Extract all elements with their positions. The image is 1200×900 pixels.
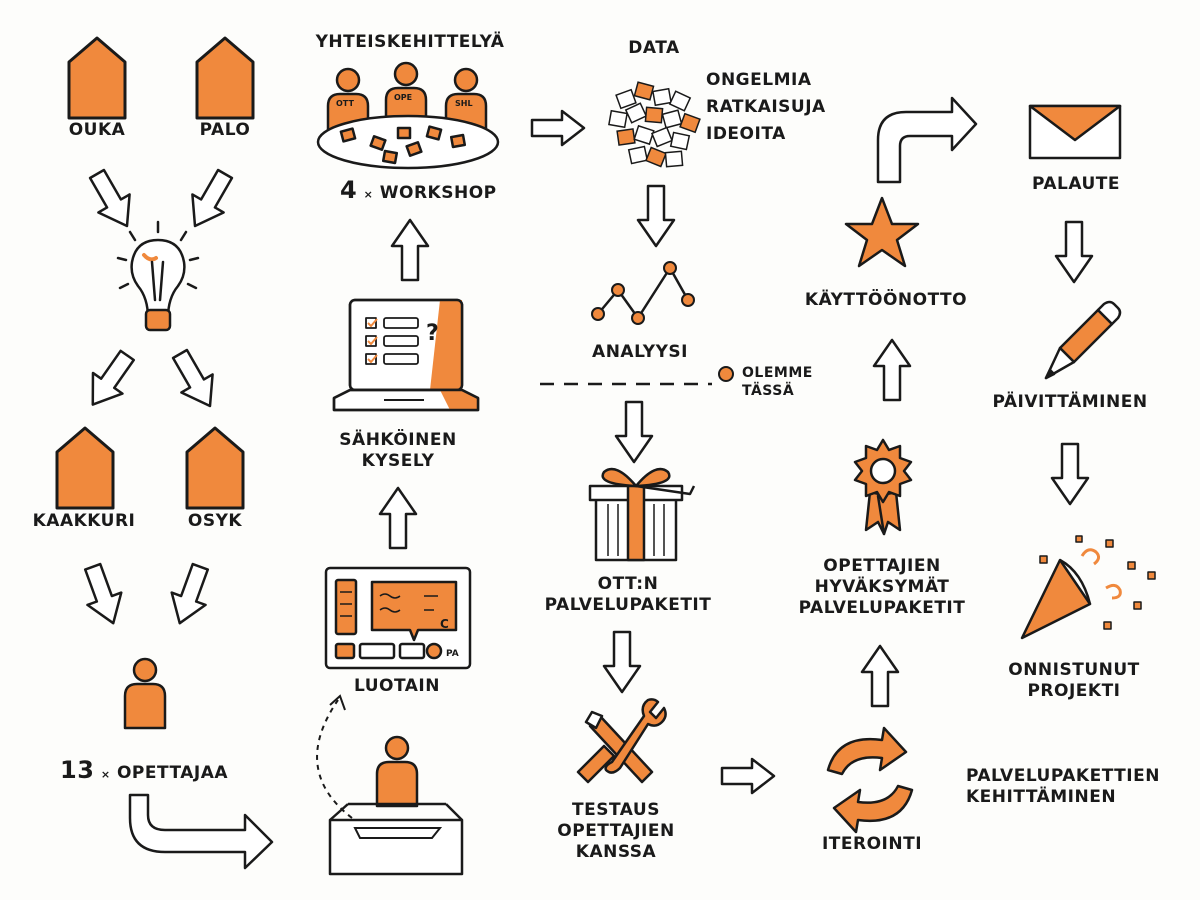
teacher-person-icon: [123, 657, 167, 730]
label-deployment: KÄYTTÖÖNOTTO: [804, 290, 968, 310]
label-package-development-line-1: PALVELUPAKETTIEN: [966, 766, 1160, 786]
tools-icon: [576, 698, 667, 784]
label-analysis: ANALYYSI: [592, 342, 688, 362]
arrow-palo-to-idea: [178, 163, 242, 237]
workshop-table-icon: [316, 61, 500, 170]
person-tag-ott: OTT: [336, 99, 354, 108]
lightbulb-icon: [116, 220, 200, 332]
label-approved-line-1: OPETTAJIEN: [823, 556, 941, 576]
analysis-line-icon: [591, 261, 695, 325]
arrow-approved-to-deployment: [872, 338, 912, 402]
label-problems: ONGELMIA: [706, 70, 812, 90]
teachers-times: ×: [100, 768, 111, 781]
arrow-idea-to-kaakkuri: [76, 343, 144, 417]
curved-arrow-to-feedback: [876, 96, 978, 184]
dashed-arrow-desk-to-luotain: [316, 694, 353, 819]
label-palo: PALO: [199, 120, 251, 140]
label-we-are-here: OLEMME TÄSSÄ: [742, 364, 813, 400]
arrow-updating-to-success: [1050, 442, 1090, 506]
arrow-analysis-to-packages: [614, 400, 654, 464]
party-popper-icon: [1020, 535, 1156, 640]
label-success-line-1: ONNISTUNUT: [1008, 660, 1140, 680]
label-survey: SÄHKÖINEN KYSELY: [339, 430, 456, 472]
arrow-luotain-to-survey: [378, 486, 418, 550]
label-service-packages: OTT:N PALVELUPAKETIT: [545, 574, 712, 616]
person-tag-ope: OPE: [394, 93, 412, 102]
label-ouka: OUKA: [68, 120, 126, 140]
label-service-packages-line-1: OTT:N: [597, 574, 659, 594]
label-luotain: LUOTAIN: [354, 676, 440, 696]
label-approved-line-3: PALVELUPAKETIT: [798, 598, 966, 618]
arrow-iteration-to-approved: [860, 644, 900, 708]
label-workshop: 4 × WORKSHOP: [340, 178, 497, 205]
arrow-osyk-to-teachers: [161, 559, 219, 631]
label-package-development-line-2: KEHITTÄMINEN: [966, 787, 1117, 807]
label-testing-line-2: OPETTAJIEN: [557, 821, 675, 841]
data-notes-icon: [608, 81, 701, 168]
label-testing-line-3: KANSSA: [575, 842, 657, 862]
desk-person-icon: [328, 735, 464, 876]
luotain-screen-icon: [324, 566, 472, 670]
label-teachers: 13 × OPETTAJAA: [60, 758, 229, 785]
luotain-mark-pa: PA: [446, 649, 459, 659]
label-codevelopment: YHTEISKEHITTELYÄ: [315, 32, 505, 52]
label-testing-line-1: TESTAUS: [572, 800, 660, 820]
label-kaakkuri: KAAKKURI: [32, 511, 136, 531]
label-survey-line-2: KYSELY: [361, 451, 435, 471]
label-feedback: PALAUTE: [1031, 174, 1121, 194]
award-badge-icon: [853, 438, 913, 536]
teachers-text: OPETTAJAA: [116, 763, 229, 783]
label-iteration: ITEROINTI: [821, 834, 923, 854]
we-are-here-marker-icon: [718, 366, 734, 382]
envelope-icon: [1028, 104, 1122, 160]
arrow-workshop-to-data: [530, 109, 586, 147]
arrow-data-to-analysis: [636, 184, 676, 248]
label-package-development: PALVELUPAKETTIEN KEHITTÄMINEN: [966, 766, 1160, 808]
label-ideas: IDEOITA: [706, 124, 786, 144]
survey-question-mark: ?: [426, 321, 439, 346]
gift-box-icon: [588, 467, 696, 562]
label-data-items: ONGELMIA RATKAISUJA IDEOITA: [706, 70, 826, 145]
arrow-testing-to-iteration: [720, 757, 776, 795]
curved-arrow-to-luotain: [128, 793, 274, 870]
house-icon-osyk: [185, 426, 245, 510]
star-icon: [844, 196, 920, 268]
label-data: DATA: [628, 38, 680, 58]
laptop-survey-icon: [332, 298, 480, 412]
arrow-survey-to-workshop: [390, 218, 430, 282]
luotain-mark-c: C: [440, 617, 449, 631]
person-tag-shl: SHL: [455, 99, 473, 108]
workshop-times: ×: [363, 188, 374, 201]
arrow-ouka-to-idea: [80, 163, 144, 237]
house-icon-kaakkuri: [55, 426, 115, 510]
label-service-packages-line-2: PALVELUPAKETIT: [544, 595, 712, 615]
label-success-line-2: PROJEKTI: [1027, 681, 1121, 701]
label-we-are-here-line-1: OLEMME: [742, 365, 813, 381]
arrow-idea-to-osyk: [163, 343, 227, 417]
arrow-feedback-to-updating: [1054, 220, 1094, 284]
workshop-text: WORKSHOP: [379, 183, 497, 203]
label-survey-line-1: SÄHKÖINEN: [339, 430, 457, 450]
label-approved-line-2: HYVÄKSYMÄT: [814, 577, 950, 597]
teachers-count: 13: [60, 756, 95, 784]
label-solutions: RATKAISUJA: [706, 97, 826, 117]
label-approved-packages: OPETTAJIEN HYVÄKSYMÄT PALVELUPAKETIT: [799, 556, 966, 619]
iteration-cycle-icon: [826, 726, 914, 834]
pencil-icon: [1044, 300, 1122, 380]
arrow-kaakkuri-to-teachers: [74, 559, 132, 631]
label-success: ONNISTUNUT PROJEKTI: [1008, 660, 1140, 702]
label-osyk: OSYK: [187, 511, 243, 531]
arrow-packages-to-testing: [602, 630, 642, 694]
house-icon-ouka: [67, 36, 127, 120]
label-testing: TESTAUS OPETTAJIEN KANSSA: [557, 800, 674, 863]
house-icon-palo: [195, 36, 255, 120]
label-updating: PÄIVITTÄMINEN: [992, 392, 1148, 412]
label-we-are-here-line-2: TÄSSÄ: [742, 383, 795, 399]
workshop-count: 4: [340, 176, 358, 204]
